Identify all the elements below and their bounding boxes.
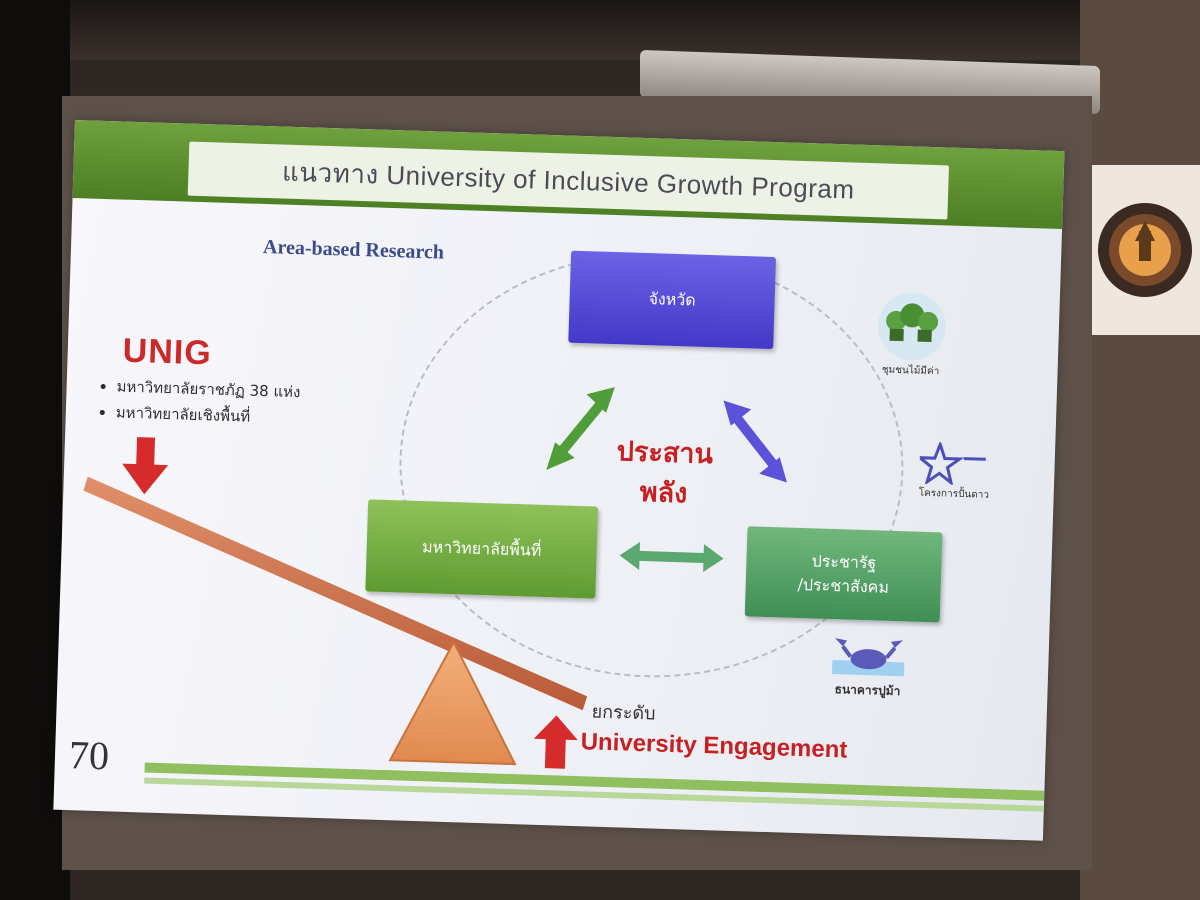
anniversary-logo-icon: 70 (68, 732, 109, 778)
star-icon (919, 441, 986, 486)
village-icon-caption: ชุมชนไม้มีค่า (881, 364, 940, 378)
lift-label: ยกระดับ (591, 701, 656, 725)
room-wall-right (1080, 0, 1200, 900)
crab-icon (831, 638, 905, 677)
anniversary-logo: 70 (64, 730, 156, 787)
diagram-graphics (83, 387, 787, 769)
wall-emblem (1088, 165, 1200, 335)
ceiling (0, 0, 1200, 60)
unig-bullets: มหาวิทยาลัยราชภัฏ 38 แห่ง มหาวิทยาลัยเชิ… (95, 373, 301, 431)
arrow-university-province (546, 387, 615, 470)
seesaw-beam (83, 476, 588, 711)
red-up-arrow (533, 715, 578, 769)
crab-icon-group: ธนาคารปูม้า (827, 634, 909, 701)
star-icon-caption: โครงการปั้นดาว (918, 487, 990, 501)
seesaw-fulcrum (388, 639, 517, 766)
university-emblem-icon (1098, 203, 1192, 297)
anniversary-logo-text: 70 (68, 732, 109, 778)
arrow-province-civil (723, 400, 787, 483)
village-icon-group: ชุมชนไม้มีค่า (872, 290, 951, 379)
arrow-university-civil (619, 541, 724, 572)
village-icon (877, 292, 946, 361)
presentation-slide: แนวทาง University of Inclusive Growth Pr… (53, 120, 1065, 841)
crab-icon-caption: ธนาคารปูม้า (834, 682, 901, 699)
star-icon-group: โครงการปั้นดาว (918, 441, 990, 503)
unig-heading: UNIG (122, 331, 213, 373)
red-down-arrow (122, 437, 169, 495)
